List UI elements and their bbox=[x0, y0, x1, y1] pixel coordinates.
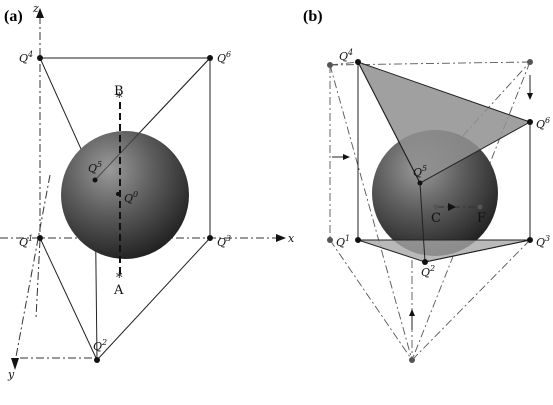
bottom-left-dd bbox=[329, 239, 413, 361]
label-q3: Q3 bbox=[536, 234, 550, 249]
q1-q2-edge bbox=[39, 237, 98, 361]
vertex-q4 bbox=[37, 55, 43, 61]
vertex-q3 bbox=[527, 237, 533, 243]
q2-q3-edge bbox=[424, 239, 531, 263]
back-diagonal bbox=[329, 64, 413, 361]
label-q5: Q5 bbox=[413, 164, 427, 179]
vertex-q2 bbox=[422, 259, 428, 265]
back-vertex-bottom bbox=[409, 357, 415, 363]
q3-q2-edge bbox=[96, 237, 211, 361]
vertex-q6 bbox=[207, 55, 213, 61]
label-q3: Q3 bbox=[217, 234, 231, 249]
panel-a-label: (a) bbox=[4, 8, 23, 25]
label-q5: Q5 bbox=[88, 160, 102, 175]
vertex-q5 bbox=[417, 180, 423, 186]
label-q6: Q6 bbox=[536, 116, 550, 131]
label-q2: Q2 bbox=[93, 338, 107, 353]
q5-q2-edge bbox=[419, 182, 426, 263]
panel-b-label: (b) bbox=[303, 8, 323, 25]
panel-b: (b) C F bbox=[303, 8, 550, 363]
point-b-star: * bbox=[116, 91, 123, 106]
label-f: F bbox=[477, 211, 486, 226]
q5-q6-edge-front bbox=[94, 57, 211, 181]
back-vertex-top-right bbox=[527, 59, 533, 65]
label-q2: Q2 bbox=[421, 264, 435, 279]
vertex-q1 bbox=[355, 237, 361, 243]
sphere bbox=[372, 130, 498, 256]
point-a-star: * bbox=[116, 271, 123, 286]
point-a-label: A bbox=[113, 283, 124, 298]
sphere bbox=[61, 131, 189, 259]
label-c: C bbox=[431, 211, 441, 226]
panel-a: (a) z x y B * * A bbox=[0, 2, 295, 381]
back-vertex-bottom-left bbox=[327, 237, 333, 243]
bottom-right-dd bbox=[411, 239, 531, 361]
vertex-q4 bbox=[355, 59, 361, 65]
point-b-label: B bbox=[114, 84, 124, 99]
dashed-guide bbox=[35, 239, 41, 319]
vertex-q5 bbox=[92, 177, 98, 183]
z-axis-arrow bbox=[36, 8, 44, 18]
x-axis-arrow bbox=[276, 234, 286, 242]
q4-q5-edge bbox=[357, 61, 421, 184]
vertex-q0 bbox=[116, 192, 120, 196]
c-f-arrow bbox=[448, 203, 456, 211]
y-axis-arrow bbox=[11, 358, 19, 370]
shaded-bottom-face bbox=[357, 239, 531, 263]
label-q4: Q4 bbox=[339, 48, 353, 63]
vertex-q3 bbox=[207, 235, 213, 241]
point-c bbox=[433, 204, 439, 210]
vertex-q2 bbox=[94, 357, 100, 363]
vertex-q6 bbox=[527, 119, 533, 125]
label-q4: Q4 bbox=[19, 50, 33, 65]
point-f bbox=[477, 204, 483, 210]
label-q1: Q1 bbox=[336, 234, 350, 249]
vertex-q1 bbox=[37, 235, 43, 241]
label-q0: Q0 bbox=[124, 190, 138, 205]
back-vertex-top-left bbox=[327, 62, 333, 68]
label-q1: Q1 bbox=[19, 234, 33, 249]
label-q6: Q6 bbox=[217, 50, 231, 65]
y-axis bbox=[14, 174, 51, 363]
z-axis-label: z bbox=[32, 2, 39, 15]
y-axis-label: y bbox=[7, 368, 15, 381]
back-top-stub bbox=[329, 61, 359, 66]
x-axis-label: x bbox=[288, 232, 295, 245]
